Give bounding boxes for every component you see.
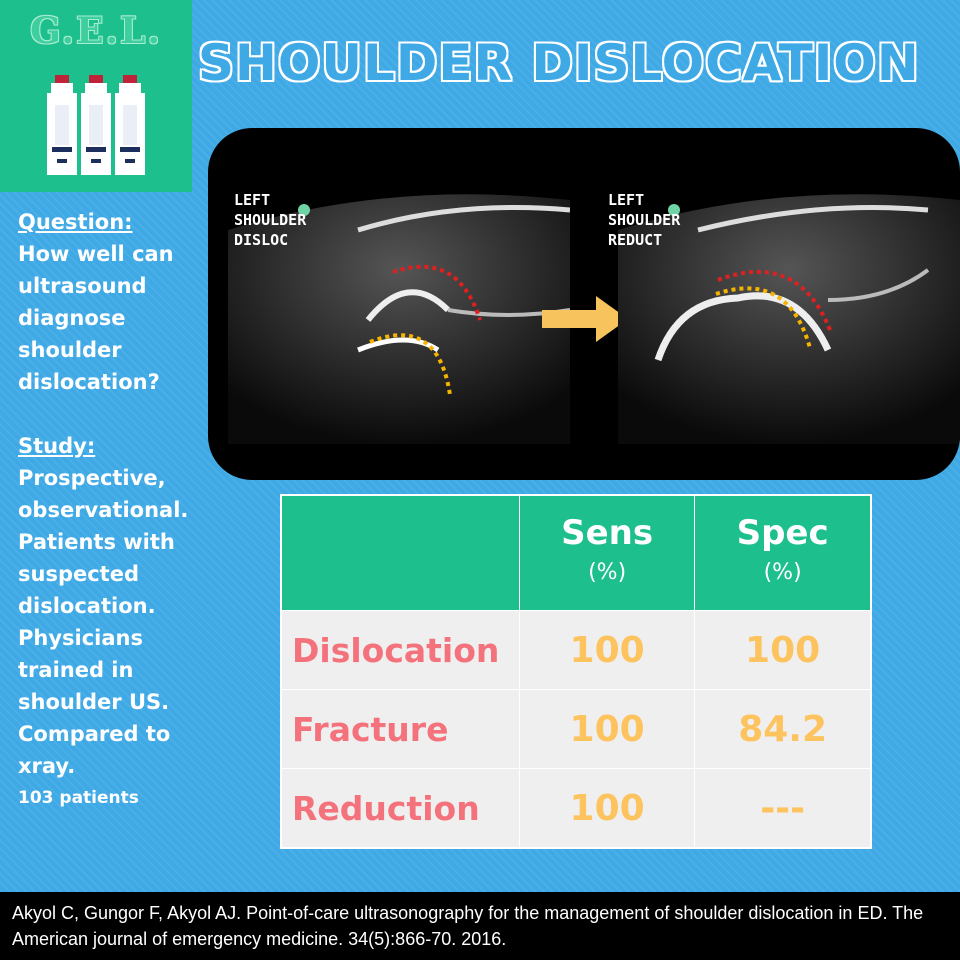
ultrasound-label-dislocation: LEFT SHOULDER DISLOC <box>234 191 307 249</box>
table-row: Dislocation 100 100 <box>280 610 872 690</box>
header-label: Spec <box>736 513 829 553</box>
gel-logo: G.E.L. <box>0 0 192 192</box>
header-label: Sens <box>561 513 654 553</box>
table-header-empty <box>280 494 520 611</box>
study-line: Patients with suspected dislocation. <box>18 530 175 618</box>
row-label: Fracture <box>280 689 520 769</box>
spec-value: 100 <box>694 610 872 690</box>
logo-text: G.E.L. <box>30 10 162 52</box>
table-row: Fracture 100 84.2 <box>280 689 872 769</box>
question-text: How well can ultrasound diagnose shoulde… <box>18 242 174 394</box>
sens-value: 100 <box>518 768 696 849</box>
spec-value: --- <box>694 768 872 849</box>
arrow-right-icon <box>542 296 628 342</box>
sens-value: 100 <box>518 610 696 690</box>
study-line: Physicians trained in shoulder US. <box>18 626 170 714</box>
ultrasound-panel: LEFT SHOULDER DISLOC LEFT SHOULDER REDUC… <box>208 128 960 480</box>
header-unit: (%) <box>588 560 627 585</box>
iv-bag-icon <box>81 75 111 175</box>
study-line: Compared to xray. <box>18 722 171 778</box>
header-sens: Sens (%) <box>518 494 696 611</box>
table-row: Reduction 100 --- <box>280 768 872 849</box>
results-table: Sens (%) Spec (%) Dislocation 100 100 Fr… <box>280 494 872 849</box>
study-summary: Question: How well can ultrasound diagno… <box>18 206 202 814</box>
ultrasound-reduction-image <box>618 194 960 444</box>
row-label: Reduction <box>280 768 520 849</box>
header-spec: Spec (%) <box>694 494 872 611</box>
sens-value: 100 <box>518 689 696 769</box>
iv-bag-icon <box>115 75 145 175</box>
row-label: Dislocation <box>280 610 520 690</box>
citation: Akyol C, Gungor F, Akyol AJ. Point-of-ca… <box>0 892 960 960</box>
patient-count: 103 patients <box>18 788 139 808</box>
spec-value: 84.2 <box>694 689 872 769</box>
page-title: SHOULDER DISLOCATION <box>198 34 920 92</box>
ultrasound-label-reduction: LEFT SHOULDER REDUCT <box>608 191 681 249</box>
question-heading: Question: <box>18 210 133 234</box>
iv-bag-icon <box>47 75 77 175</box>
study-heading: Study: <box>18 434 96 458</box>
header-unit: (%) <box>763 560 802 585</box>
study-line: Prospective, observational. <box>18 466 189 522</box>
